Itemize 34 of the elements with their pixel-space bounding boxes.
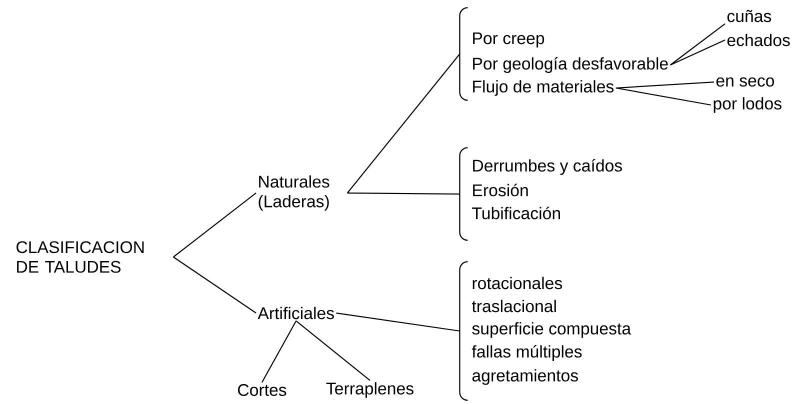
category-label: Derrumbes y caídos [473, 159, 622, 175]
category-label: Artificiales [258, 306, 334, 320]
category-label: Erosión [473, 184, 528, 196]
category-label: fallas múltiples [472, 345, 582, 361]
connector-line [346, 54, 460, 194]
bracket [459, 261, 468, 401]
connector-line [336, 312, 460, 332]
connector-line [670, 39, 726, 66]
bracket [459, 147, 468, 241]
category-label: cuñas [727, 10, 772, 22]
category-label: Terraplenes [326, 382, 414, 398]
category-label: rotacionales [472, 276, 562, 290]
category-label: en seco [716, 77, 774, 87]
category-label: Por creep [473, 32, 544, 48]
category-label: por lodos [714, 97, 782, 113]
connector-line [296, 320, 370, 381]
connector-line [616, 81, 714, 89]
category-label: traslacional [472, 300, 556, 312]
category-label: agretamientos [472, 369, 578, 385]
category-label: superficie compuesta [472, 322, 632, 338]
category-label: Naturales (Laderas) [258, 175, 330, 211]
connector-line [616, 87, 712, 106]
category-label: Cortes [238, 384, 286, 396]
category-label: Tubificación [472, 206, 560, 220]
root-label: CLASIFICACION DE TALUDES [16, 241, 144, 273]
category-label: echados [727, 34, 790, 46]
connector-line [670, 23, 726, 66]
category-label: Flujo de materiales [473, 80, 614, 96]
category-label: Por geología desfavorable [473, 57, 668, 73]
connector-line [262, 320, 297, 383]
bracket [459, 7, 468, 101]
connector-line [347, 192, 460, 195]
connector-line [173, 256, 256, 314]
connector-line [173, 192, 256, 258]
